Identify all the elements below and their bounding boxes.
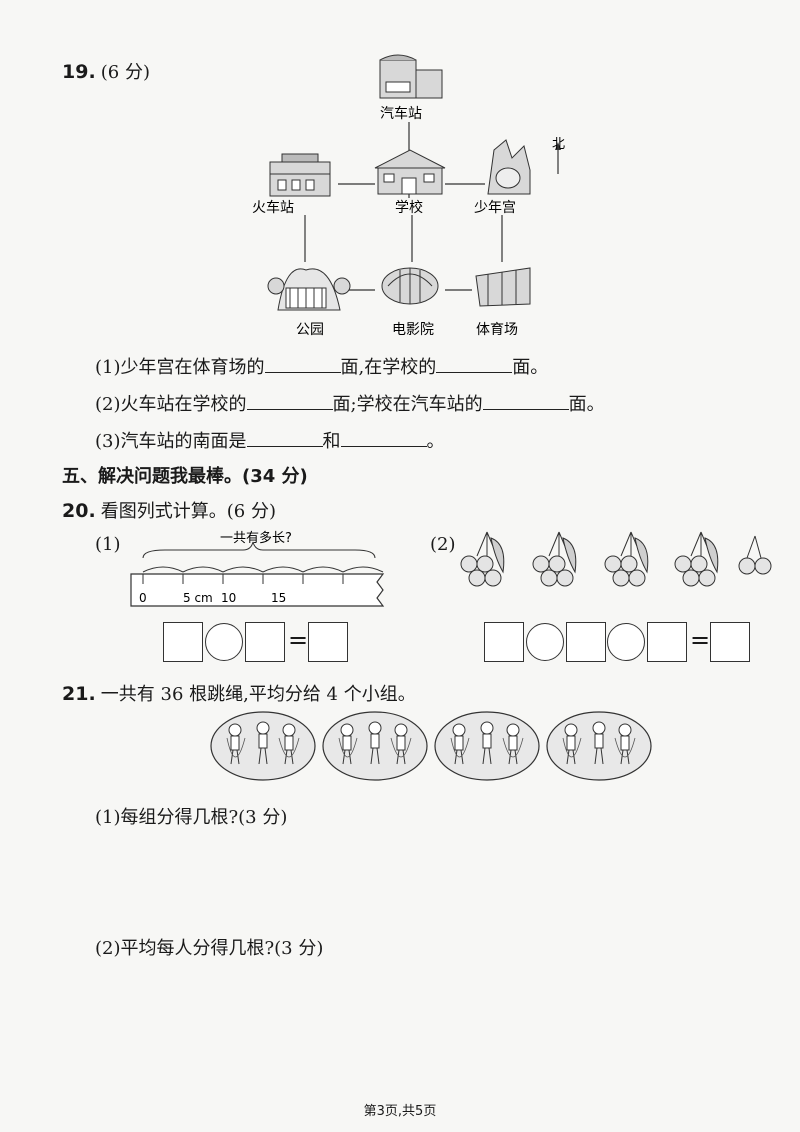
- brace: [142, 541, 376, 559]
- equals-sign: =: [690, 626, 711, 654]
- question-number: 19.: [62, 61, 96, 83]
- question-title: 一共有 36 根跳绳,平均分给 4 个小组。: [100, 684, 416, 705]
- answer-blank[interactable]: [264, 354, 341, 373]
- equals-sign: =: [288, 626, 309, 654]
- bus-station-icon: [379, 54, 443, 99]
- ruler-body: [130, 573, 385, 607]
- child-icon: [394, 723, 408, 765]
- group-oval: [434, 711, 540, 781]
- operator-circle[interactable]: [526, 623, 564, 661]
- north-label: 北: [552, 137, 565, 152]
- location-map: 北 汽车站 火车站 学校 少年宫 公园 电影院 体育场: [252, 54, 565, 338]
- label-youth-palace: 少年宫: [474, 200, 516, 216]
- answer-box[interactable]: [566, 622, 606, 662]
- group-oval: [322, 711, 428, 781]
- label-train-station: 火车站: [252, 199, 294, 216]
- q19-item-2: (2)火车站在学校的 面;学校在汽车站的 面。: [95, 390, 605, 416]
- cherry-bunch-icon: [460, 531, 505, 587]
- item-text: (1)少年宫在体育场的: [95, 357, 265, 378]
- question-19-header: 19. (6 分): [62, 58, 150, 84]
- page-footer: 第3页,共5页: [363, 1104, 437, 1119]
- child-icon: [340, 723, 354, 765]
- segment-arcs: [142, 566, 384, 573]
- cherry-bunch-icon: [604, 531, 649, 587]
- group-oval: [546, 711, 652, 781]
- ruler-tick-label: 5 cm: [183, 591, 213, 605]
- question-score: (6 分): [100, 62, 150, 83]
- label-stadium: 体育场: [476, 322, 518, 338]
- child-icon: [592, 721, 606, 765]
- youth-palace-icon: [487, 139, 531, 195]
- question-title: 看图列式计算。(6 分): [100, 501, 276, 522]
- answer-blank[interactable]: [482, 391, 569, 410]
- operator-circle[interactable]: [205, 623, 243, 661]
- item-text: 面;学校在汽车站的: [332, 394, 483, 415]
- child-icon: [228, 723, 242, 765]
- item-text: 和: [322, 431, 341, 452]
- stadium-icon: [475, 267, 531, 307]
- ruler-ticks: [142, 574, 344, 584]
- ruler-tick-label: 15: [271, 591, 286, 605]
- child-icon: [368, 721, 382, 765]
- answer-blank[interactable]: [246, 391, 333, 410]
- child-icon: [282, 723, 296, 765]
- child-icon: [506, 723, 520, 765]
- cherry-bunch-icon: [674, 531, 719, 587]
- north-arrow-icon: [555, 142, 561, 174]
- child-icon: [256, 721, 270, 765]
- cherry-bunch-icon: [532, 531, 577, 587]
- child-icon: [618, 723, 632, 765]
- section-title: 五、解决问题我最棒。(34 分): [62, 466, 308, 487]
- answer-blank[interactable]: [246, 428, 323, 447]
- ruler-diagram: 一共有多长? 0 5 cm 10 15: [130, 530, 385, 607]
- label-school: 学校: [395, 199, 423, 216]
- cherries-illustration: [460, 531, 772, 587]
- answer-box[interactable]: [710, 622, 750, 662]
- q19-item-1: (1)少年宫在体育场的 面,在学校的 面。: [95, 353, 548, 379]
- answer-box[interactable]: [484, 622, 524, 662]
- label-bus-station: 汽车站: [380, 105, 422, 122]
- answer-box[interactable]: [308, 622, 348, 662]
- question-20-header: 20. 看图列式计算。(6 分): [62, 497, 276, 523]
- cinema-icon: [381, 267, 439, 305]
- item-text: 面。: [512, 357, 549, 378]
- label-cinema: 电影院: [392, 322, 434, 338]
- q20-part-2-label: (2): [430, 534, 456, 555]
- item-text: 面。: [568, 394, 605, 415]
- group-oval: [210, 711, 316, 781]
- q21-answer-area-2[interactable]: [95, 962, 735, 1082]
- answer-box[interactable]: [245, 622, 285, 662]
- answer-box[interactable]: [647, 622, 687, 662]
- q19-item-3: (3)汽车站的南面是 和 。: [95, 427, 445, 453]
- q21-subquestion-2: (2)平均每人分得几根?(3 分): [95, 938, 324, 959]
- train-station-icon: [269, 153, 331, 197]
- q21-subquestion-1: (1)每组分得几根?(3 分): [95, 807, 288, 828]
- answer-blank[interactable]: [436, 354, 513, 373]
- q20-part-1-label: (1): [95, 534, 121, 555]
- child-icon: [564, 723, 578, 765]
- q21-answer-area-1[interactable]: [95, 830, 735, 920]
- answer-blank[interactable]: [340, 428, 427, 447]
- answer-box[interactable]: [163, 622, 203, 662]
- school-icon: [374, 149, 446, 195]
- item-text: (3)汽车站的南面是: [95, 431, 247, 452]
- operator-circle[interactable]: [607, 623, 645, 661]
- child-icon: [480, 721, 494, 765]
- question-21-header: 21. 一共有 36 根跳绳,平均分给 4 个小组。: [62, 680, 416, 706]
- ruler-tick-label: 0: [139, 591, 147, 605]
- label-park: 公园: [296, 322, 324, 338]
- question-number: 20.: [62, 500, 96, 522]
- item-text: 面,在学校的: [340, 357, 437, 378]
- ruler-tick-label: 10: [221, 591, 236, 605]
- item-text: 。: [426, 431, 445, 452]
- park-icon: [267, 268, 351, 311]
- child-icon: [452, 723, 466, 765]
- question-number: 21.: [62, 683, 96, 705]
- cherry-pair-icon: [738, 535, 772, 575]
- item-text: (2)火车站在学校的: [95, 394, 247, 415]
- groups-illustration: [210, 711, 652, 781]
- ruler-question: 一共有多长?: [220, 530, 292, 546]
